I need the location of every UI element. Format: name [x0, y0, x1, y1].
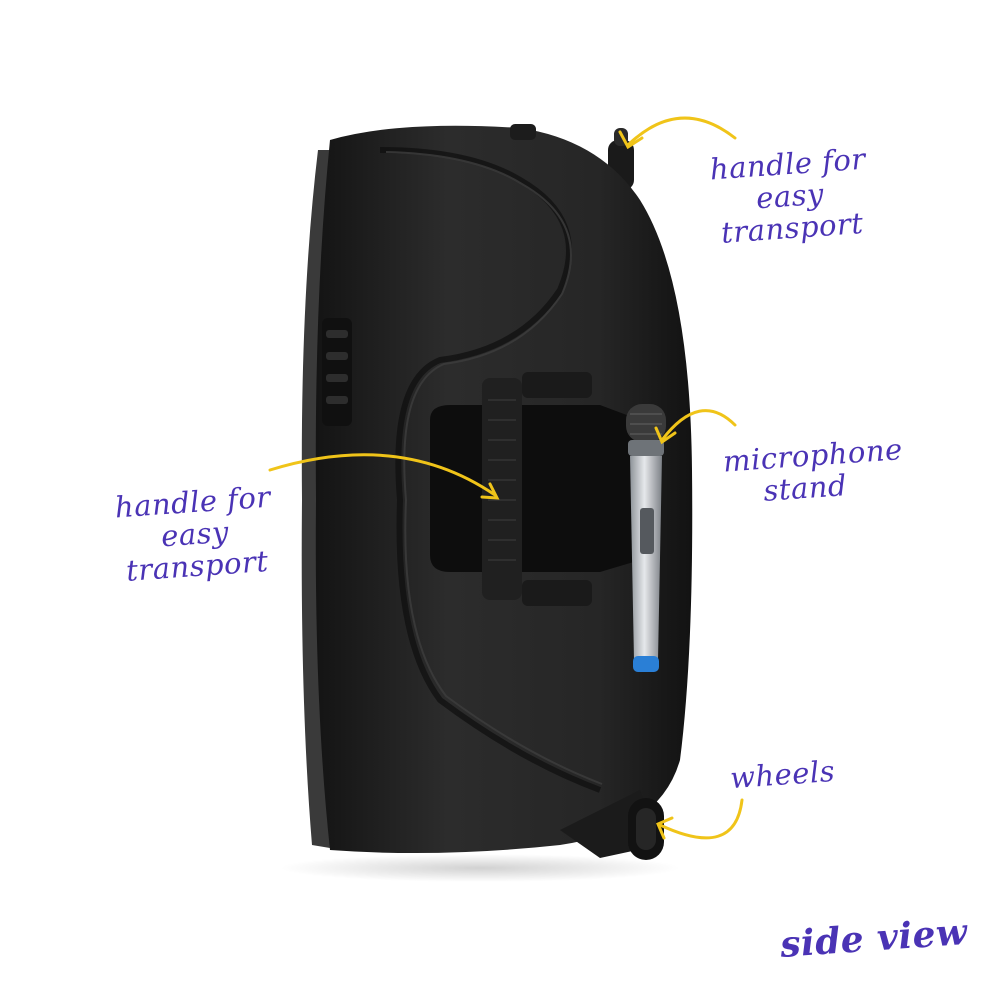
- top-knob: [510, 124, 536, 140]
- annotation-arrows: [268, 116, 744, 840]
- annotation-top-handle: handle for easy transport: [708, 141, 867, 250]
- microphone: [626, 404, 666, 672]
- body-contour: [379, 147, 602, 793]
- side-vents: [322, 318, 352, 426]
- arrow-side-handle: [268, 453, 497, 497]
- annotation-side-handle: handle for easy transport: [113, 479, 272, 588]
- arrow-microphone: [660, 409, 737, 442]
- view-caption: side view: [778, 910, 969, 966]
- handle-recess: [430, 405, 640, 572]
- body-contour-highlight: [385, 151, 603, 785]
- arrow-top-handle: [626, 116, 737, 147]
- wheel: [560, 790, 664, 860]
- side-handle: [482, 372, 592, 606]
- arrow-microphone-head: [654, 426, 677, 445]
- arrow-wheels: [658, 798, 744, 840]
- arrow-wheels-head: [656, 816, 674, 840]
- floor-shadow: [280, 854, 680, 882]
- arrow-side-handle-head: [480, 482, 500, 500]
- arrow-top-handle-head: [618, 130, 644, 150]
- annotation-microphone: microphone stand: [721, 432, 904, 508]
